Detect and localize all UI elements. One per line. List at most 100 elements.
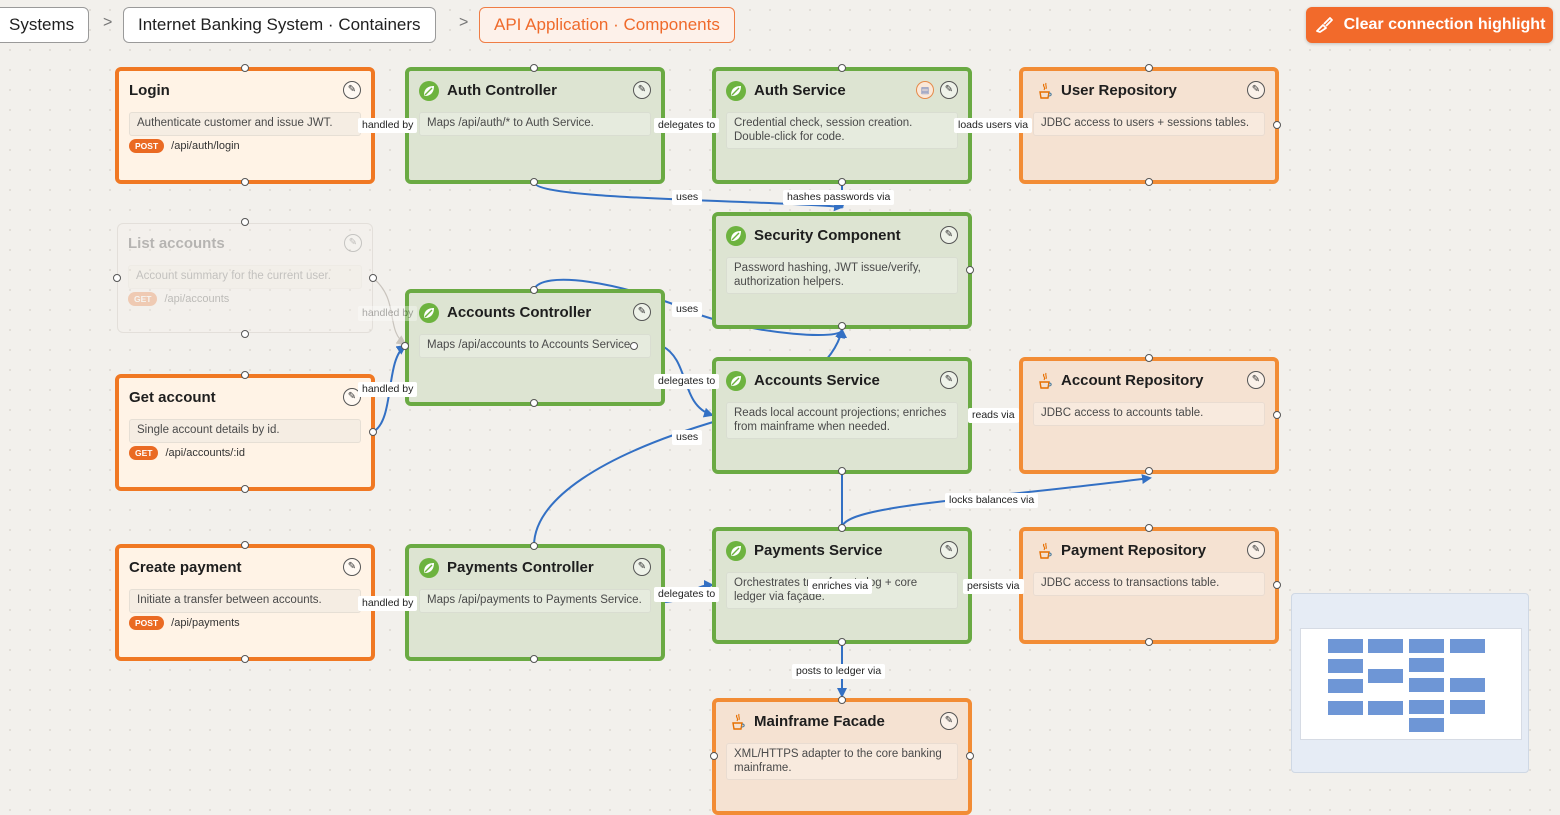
connection-handle[interactable] [530,399,538,407]
node-description: Reads local account projections; enriche… [726,402,958,439]
node-list-accounts[interactable]: List accounts ✎ Account summary for the … [117,223,373,333]
connection-handle[interactable] [838,178,846,186]
node-title: Security Component [754,227,901,244]
node-title: Login [129,82,170,99]
connection-handle[interactable] [1145,64,1153,72]
connection-handle[interactable] [530,178,538,186]
connection-handle[interactable] [838,322,846,330]
pencil-icon[interactable]: ✎ [940,226,958,244]
node-description: Maps /api/payments to Payments Service. [419,589,651,613]
connection-handle[interactable] [113,274,121,282]
pencil-icon[interactable]: ✎ [1247,371,1265,389]
connection-handle[interactable] [241,218,249,226]
node-login[interactable]: Login ✎ Authenticate customer and issue … [115,67,375,184]
minimap-node [1368,669,1403,683]
connection-handle[interactable] [241,330,249,338]
breadcrumb-item-containers[interactable]: Internet Banking System · Containers [123,7,436,43]
connection-handle[interactable] [1145,354,1153,362]
node-get-account[interactable]: Get account ✎ Single account details by … [115,374,375,491]
document-icon[interactable]: ▤ [916,81,934,99]
paint-brush-icon [1315,17,1333,33]
pencil-icon[interactable]: ✎ [343,558,361,576]
minimap-node [1409,639,1444,653]
connection-handle[interactable] [369,428,377,436]
node-create-payment[interactable]: Create payment ✎ Initiate a transfer bet… [115,544,375,661]
node-account-repository[interactable]: Account Repository ✎ JDBC access to acco… [1019,357,1279,474]
pencil-icon[interactable]: ✎ [940,371,958,389]
pencil-icon[interactable]: ✎ [344,234,362,252]
connection-handle[interactable] [369,274,377,282]
connection-handle[interactable] [838,638,846,646]
connection-handle[interactable] [530,655,538,663]
node-mainframe-facade[interactable]: Mainframe Facade ✎ XML/HTTPS adapter to … [712,698,972,815]
edge-label: delegates to [654,587,720,602]
node-security-component[interactable]: Security Component ✎ Password hashing, J… [712,212,972,329]
node-description: Authenticate customer and issue JWT. [129,112,361,136]
node-payments-controller[interactable]: Payments Controller ✎ Maps /api/payments… [405,544,665,661]
edge-label: uses [672,430,703,445]
minimap-viewport[interactable] [1300,628,1522,740]
pencil-icon[interactable]: ✎ [940,81,958,99]
connection-handle[interactable] [838,524,846,532]
connection-handle[interactable] [241,655,249,663]
node-payment-repository[interactable]: Payment Repository ✎ JDBC access to tran… [1019,527,1279,644]
node-auth-controller[interactable]: Auth Controller ✎ Maps /api/auth/* to Au… [405,67,665,184]
node-user-repository[interactable]: User Repository ✎ JDBC access to users +… [1019,67,1279,184]
http-method-badge: POST [129,616,165,630]
minimap-node [1328,639,1363,653]
minimap[interactable] [1291,593,1529,773]
connection-handle[interactable] [838,64,846,72]
connection-handle[interactable] [1145,178,1153,186]
pencil-icon[interactable]: ✎ [1247,81,1265,99]
connection-handle[interactable] [241,371,249,379]
connection-handle[interactable] [1145,524,1153,532]
connection-handle[interactable] [1273,581,1281,589]
connection-handle[interactable] [241,541,249,549]
java-cup-icon [1039,82,1052,99]
node-title: Account Repository [1061,372,1204,389]
connection-handle[interactable] [838,696,846,704]
connection-handle[interactable] [530,286,538,294]
connection-handle[interactable] [241,64,249,72]
clear-highlight-button[interactable]: Clear connection highlight [1306,7,1553,43]
spring-leaf-icon [726,226,746,246]
pencil-icon[interactable]: ✎ [940,541,958,559]
connection-handle[interactable] [401,342,409,350]
connection-handle[interactable] [530,542,538,550]
node-accounts-service[interactable]: Accounts Service ✎ Reads local account p… [712,357,972,474]
pencil-icon[interactable]: ✎ [940,712,958,730]
pencil-icon[interactable]: ✎ [633,558,651,576]
connection-handle[interactable] [1145,467,1153,475]
edge-pays-accr[interactable] [841,474,1152,529]
edge-label: uses [672,190,703,205]
edge-label: handled by [358,118,418,133]
connection-handle[interactable] [241,485,249,493]
breadcrumb-item-components[interactable]: API Application · Components [479,7,735,43]
connection-handle[interactable] [241,178,249,186]
edge-list-accc[interactable] [372,277,407,346]
pencil-icon[interactable]: ✎ [633,81,651,99]
connection-handle[interactable] [966,752,974,760]
edge-label: delegates to [654,118,720,133]
connection-handle[interactable] [710,752,718,760]
connection-handle[interactable] [966,266,974,274]
connection-handle[interactable] [1273,411,1281,419]
connection-handle[interactable] [1145,638,1153,646]
node-description: XML/HTTPS adapter to the core banking ma… [726,743,958,780]
pencil-icon[interactable]: ✎ [1247,541,1265,559]
connection-handle[interactable] [838,467,846,475]
node-auth-service[interactable]: Auth Service ▤ ✎ Credential check, sessi… [712,67,972,184]
pencil-icon[interactable]: ✎ [633,303,651,321]
connection-handle[interactable] [530,64,538,72]
connection-handle[interactable] [630,342,638,350]
pencil-icon[interactable]: ✎ [343,388,361,406]
endpoint-path: /api/auth/login [171,140,240,152]
pencil-icon[interactable]: ✎ [343,81,361,99]
edge-label: uses [672,302,703,317]
connection-handle[interactable] [1273,121,1281,129]
endpoint-path: /api/accounts/:id [165,447,245,459]
node-description: Maps /api/auth/* to Auth Service. [419,112,651,136]
node-title: Payments Controller [447,559,594,576]
node-accounts-controller[interactable]: Accounts Controller ✎ Maps /api/accounts… [405,289,665,406]
breadcrumb-item-systems[interactable]: Systems [0,7,90,43]
